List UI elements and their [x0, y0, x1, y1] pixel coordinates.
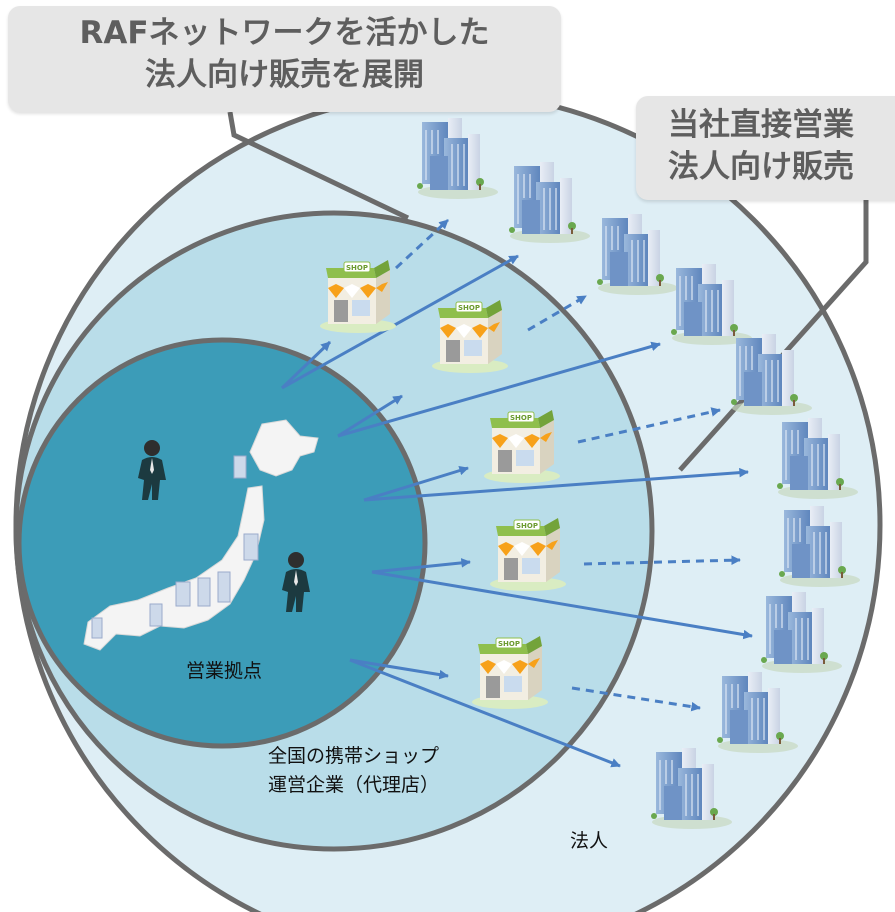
- callout-direct-sales-line1: 当社直接営業: [668, 107, 854, 143]
- arrow: [280, 340, 332, 390]
- dashed-arrow: [583, 555, 741, 566]
- arrow: [349, 658, 449, 680]
- callout-right-pointer: [678, 196, 869, 472]
- shop-icon: [319, 259, 397, 334]
- arrow: [337, 341, 661, 438]
- shop-icon: [471, 635, 549, 710]
- callout-left-pointer: [227, 111, 410, 221]
- agency-label-line1: 全国の携帯ショップ: [268, 745, 440, 767]
- callout-raf-network-line1: RAFネットワークを活かした: [79, 15, 490, 51]
- agency-label: 全国の携帯ショップ 運営企業（代理店）: [268, 742, 439, 800]
- hub-label: 営業拠点: [186, 660, 263, 682]
- callout-raf-network-line2: 法人向け販売を展開: [145, 57, 424, 93]
- arrow: [363, 465, 469, 502]
- hub-circle: [16, 337, 428, 749]
- corporate-label: 法人: [570, 830, 609, 852]
- agency-label-line2: 運営企業（代理店）: [268, 774, 440, 796]
- arrow: [371, 558, 471, 574]
- dashed-arrow: [571, 686, 701, 712]
- shop-icon: [431, 299, 509, 374]
- shop-icon: [489, 517, 567, 592]
- arrow: [363, 467, 749, 502]
- callout-direct-sales: 当社直接営業 法人向け販売: [636, 96, 895, 200]
- arrow: [281, 254, 519, 390]
- dashed-arrow: [527, 294, 587, 332]
- dashed-arrow: [577, 407, 721, 444]
- callout-direct-sales-line2: 法人向け販売: [668, 149, 854, 185]
- callout-raf-network: RAFネットワークを活かした 法人向け販売を展開: [8, 6, 561, 112]
- arrow: [371, 570, 753, 640]
- arrow: [349, 658, 621, 768]
- japan-map-icon: [83, 419, 319, 651]
- shop-icon: [483, 409, 561, 484]
- arrow: [337, 394, 403, 438]
- dashed-arrow: [394, 218, 450, 270]
